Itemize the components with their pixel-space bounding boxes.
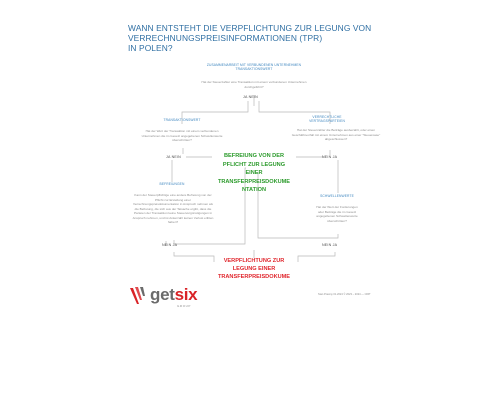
connector-threshold-nein [257,172,339,239]
result-exemption-line-5: NTATION [241,187,267,194]
logo-wordmark: getsix [150,285,198,305]
node-left-question: Hat der Wert der Transaktion mit einem v… [141,129,223,142]
node-top-question: Hat der Steuerzahler eine Transaktion mi… [201,80,307,89]
logo-mark-icon [130,287,145,304]
title-line-2: VERRECHNUNGSPREISINFORMATIONEN (TPR) [128,33,323,43]
node-right-question: Hat der Steuerzahler die Beiträge ausbez… [291,128,381,141]
answer-exempt: NEIN JA [162,243,178,247]
result-obligation: VERPFLICHTUNG ZUR LEGUNG EINER TRANSFERP… [206,257,302,281]
result-obligation-line-1: VERPFLICHTUNG ZUR [223,258,285,264]
answer-right: NEIN JA [322,155,338,159]
title-line-1: WANN ENTSTEHT DIE VERPFLICHTUNG ZUR LEGU… [128,23,372,33]
node-top-heading: ZUSAMMENARBEIT MIT VERBUNDENEN UNTERNEHM… [206,63,302,72]
logo-word-six: six [174,285,198,304]
result-obligation-line-2: LEGUNG EINER [232,266,276,272]
logo-group-label: GROUP [177,304,192,308]
answer-left: JA NEIN [166,155,181,159]
connector-top-ja [181,101,249,124]
result-exemption: BEFREIUNG VON DER PFLICHT ZUR LEGUNG EIN… [210,152,298,195]
result-obligation-line-3: TRANSFERPREISDOKUME [217,274,291,280]
getsix-logo: getsix GROUP [128,284,208,310]
result-exemption-line-3: EINER [245,170,263,177]
node-exempt-heading: BEFREIUNGEN [159,182,185,186]
node-threshold-heading: SCHWELLENWERTE [320,194,354,198]
node-threshold-question: Hat der Wert der Forderungen oder Beiträ… [316,205,358,223]
connector-top-nein [258,101,331,124]
footer-note: Stan Prawny 01.2024 © 2023 – 2024 — CIRT [318,293,371,296]
result-exemption-line-4: TRANSFERPREISDOKUME [217,178,291,185]
connector-threshold-to-red [297,252,336,262]
node-right-heading: VERRECHTLICHE VERTRAGSPARTEIEN [309,115,345,124]
logo-word-get: get [150,285,175,304]
result-exemption-line-1: BEFREIUNG VON DER [224,153,284,159]
node-exempt-question: Kann der Steuerpflichtige eine andere Be… [132,193,214,224]
node-left-heading: TRANSAKTIONSWERT [163,118,201,122]
result-exemption-line-2: PFLICHT ZUR LEGUNG [222,161,286,168]
connector-exempt-ja [173,167,246,245]
answer-top: JA NEIN [243,95,258,99]
page-title: WANN ENTSTEHT DIE VERPFLICHTUNG ZUR LEGU… [128,23,458,53]
connector-exempt-to-red [173,252,215,262]
title-line-3: IN POLEN? [128,43,173,53]
answer-threshold: NEIN JA [322,243,338,247]
